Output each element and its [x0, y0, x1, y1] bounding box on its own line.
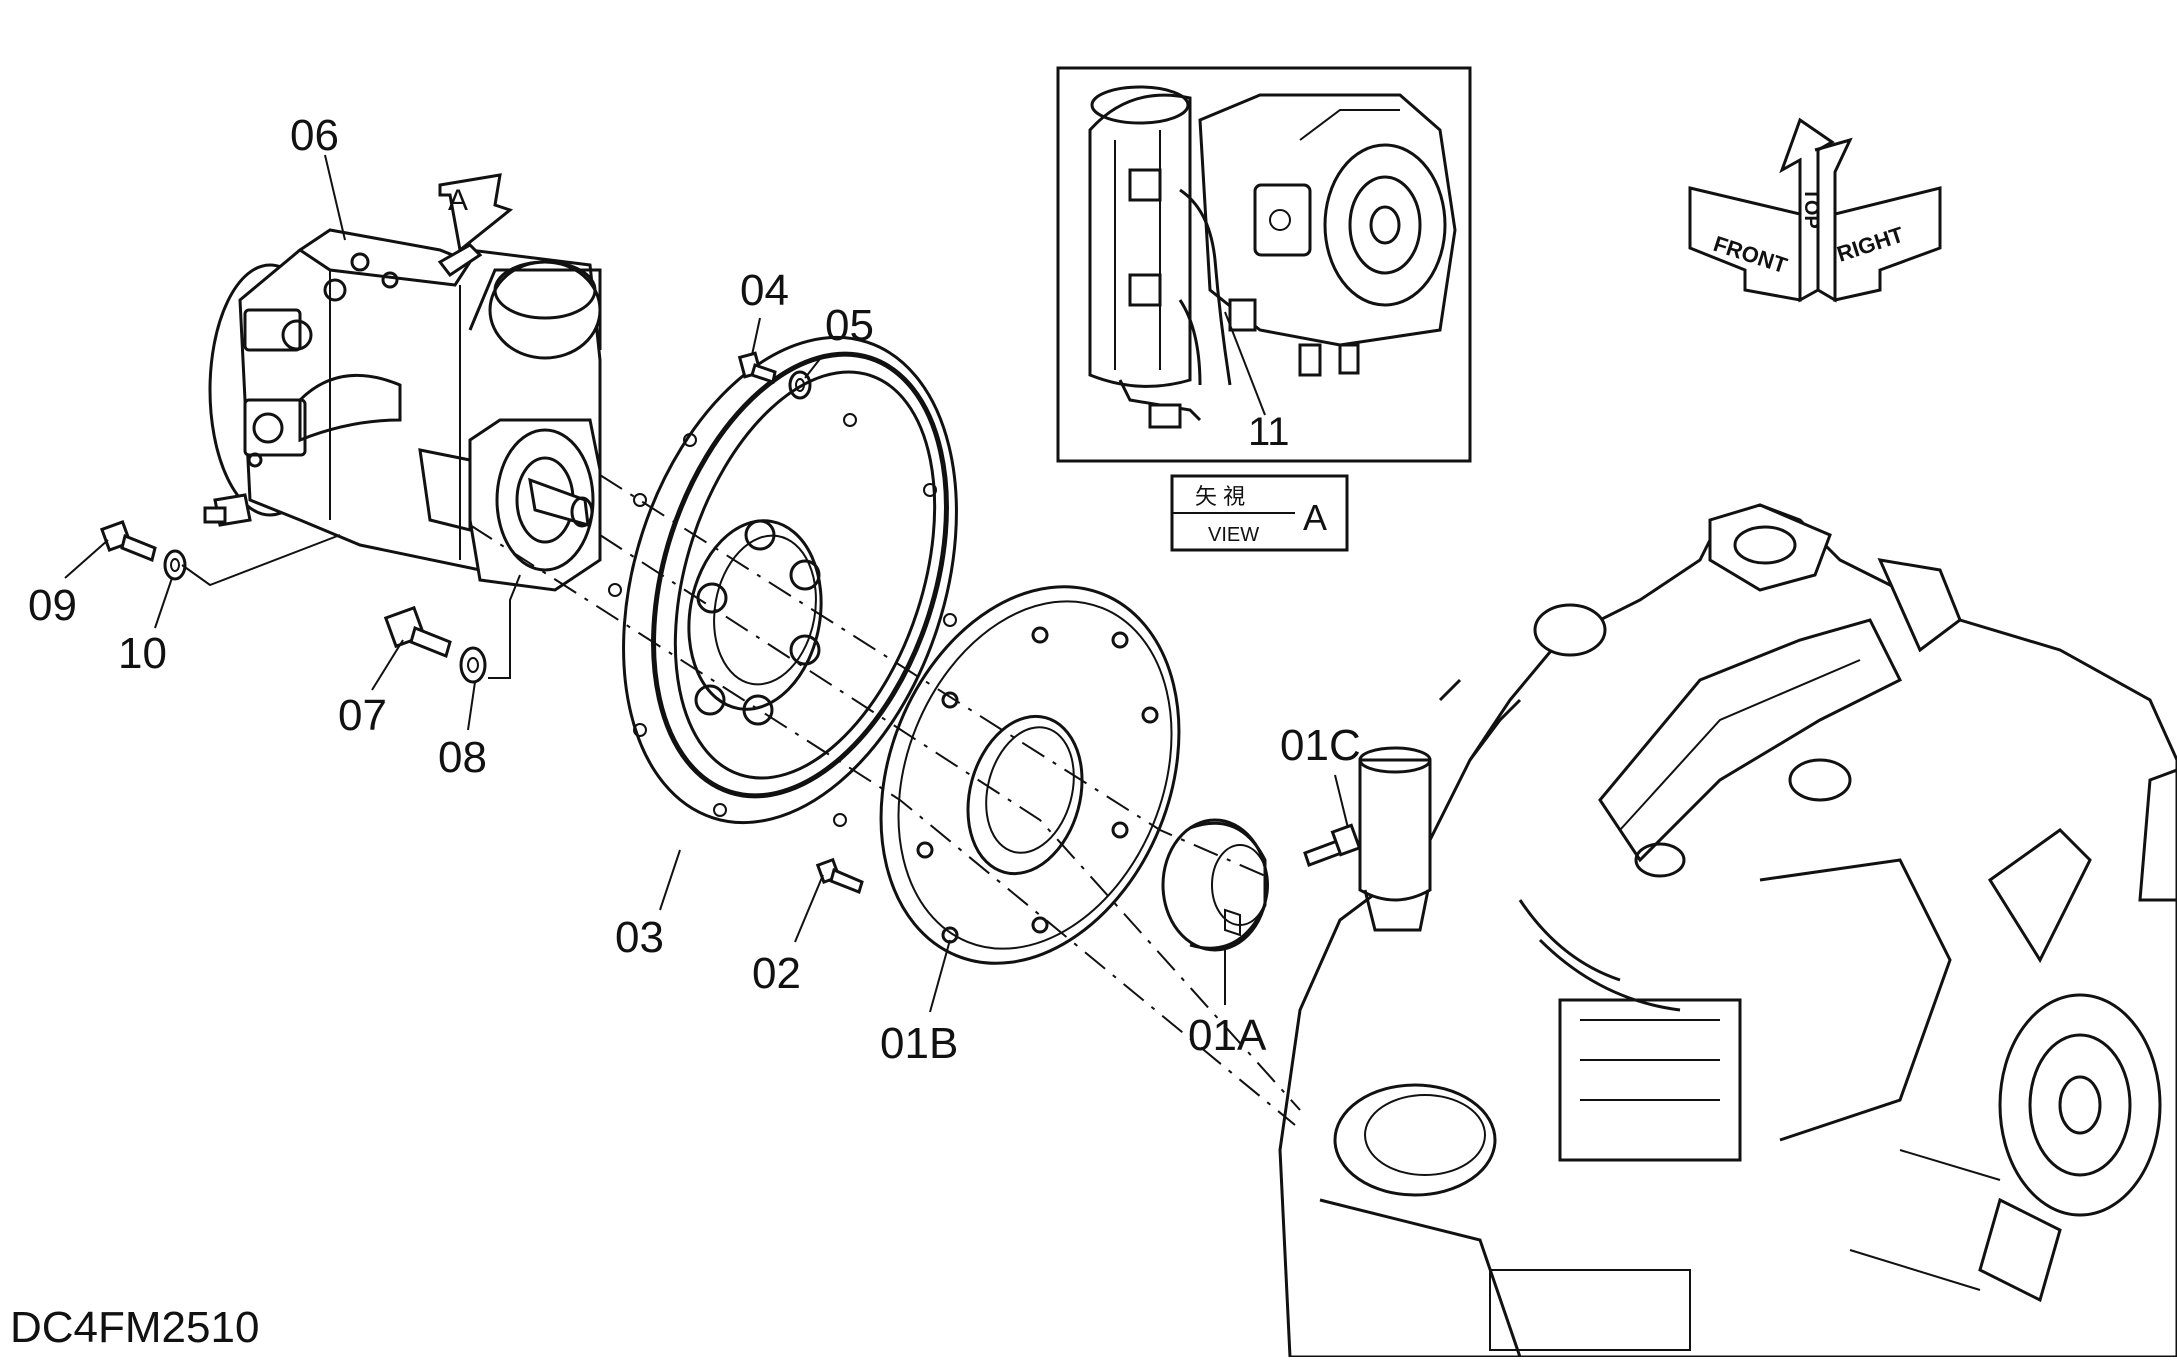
view-box-english: VIEW [1208, 524, 1259, 546]
part-label-04: 04 [740, 266, 789, 315]
fasteners-drawing [99, 351, 1362, 894]
bolt-09 [99, 519, 157, 563]
part-label-11: 11 [1248, 410, 1290, 454]
drive-housing-drawing [608, 335, 958, 827]
washer-10 [163, 549, 187, 581]
bolt-04 [737, 351, 777, 384]
part-label-02: 02 [752, 949, 801, 998]
part-label-10: 10 [118, 629, 167, 678]
bolt-07 [383, 605, 452, 659]
part-label-09: 09 [28, 581, 77, 630]
part-label-01a: 01A [1188, 1011, 1267, 1060]
assembly-centerlines [469, 474, 1301, 1126]
part-label-06: 06 [290, 111, 339, 160]
part-label-01b: 01B [880, 1019, 958, 1068]
orientation-top-label: TOP [1800, 188, 1822, 229]
drawing-code: DC4FM2510 [10, 1303, 259, 1352]
coupling-hub-drawing [1161, 818, 1269, 952]
part-label-03: 03 [615, 913, 664, 962]
washer-05 [788, 370, 812, 400]
orientation-right-label: RIGHT [1834, 222, 1907, 267]
detail-view-inset: 11 [1056, 66, 1472, 463]
bolt-02 [815, 857, 864, 894]
part-labels: 06 04 05 09 10 07 08 03 02 01B 01A 01C [28, 111, 1361, 1068]
hydraulic-pump-drawing [203, 228, 602, 592]
washer-08 [459, 646, 487, 684]
view-marker-label: A [448, 184, 468, 217]
engine-drawing [1278, 503, 2177, 1359]
part-label-08: 08 [438, 733, 487, 782]
leader-lines [64, 154, 1349, 1013]
coupling-plate-drawing [879, 585, 1181, 965]
orientation-icon: FRONT RIGHT TOP [1688, 117, 1942, 303]
part-label-05: 05 [825, 301, 874, 350]
view-a-label-box: 矢 視 VIEW A [1170, 474, 1349, 552]
bolt-01c [1303, 823, 1362, 867]
part-label-07: 07 [338, 691, 387, 740]
view-box-kanji: 矢 視 [1195, 484, 1245, 509]
orientation-front-label: FRONT [1710, 231, 1790, 278]
engine-fan [1978, 768, 2177, 1303]
part-label-01c: 01C [1280, 721, 1361, 770]
view-box-letter: A [1303, 497, 1327, 538]
view-direction-arrow-a: A [438, 173, 514, 253]
